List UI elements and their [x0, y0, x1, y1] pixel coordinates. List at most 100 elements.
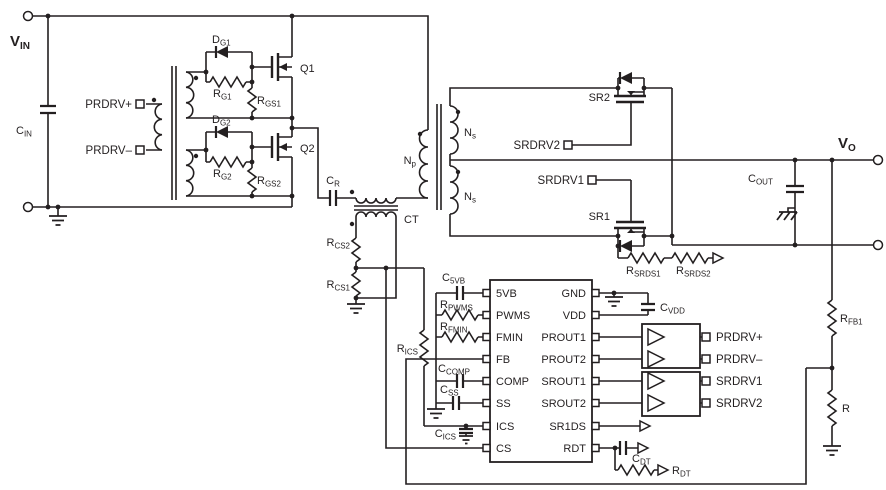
polarity-dot	[193, 75, 199, 81]
srdrv2-out-label: SRDRV2	[716, 398, 762, 410]
cdt-arrow-icon	[637, 441, 650, 455]
resistor-rpwms	[441, 308, 479, 322]
gdt-secondary2-winding	[185, 149, 195, 197]
gate-driver-buffers	[641, 323, 701, 417]
srdrv1-terminal	[587, 175, 597, 185]
rdt-label: RDT	[672, 465, 691, 479]
prdrv-minus-terminal	[135, 145, 145, 155]
prdrv-minus-in-label: PRDRV–	[86, 145, 133, 157]
rsrds2-label: RSRDS2	[676, 265, 711, 279]
ct-primary-winding	[355, 197, 397, 204]
sr2-body-diode	[620, 72, 632, 84]
earth-ground-icon	[776, 211, 798, 221]
resistor-rfb1	[826, 299, 838, 337]
capacitor-plates	[40, 104, 804, 455]
pin-rdt: RDT	[563, 443, 586, 455]
rcs2-label: RCS2	[326, 237, 350, 251]
prdrv-minus-out-label: PRDRV–	[716, 354, 763, 366]
resistor-rdt	[617, 463, 655, 477]
sr1-mosfet	[614, 220, 646, 252]
vin-label: VIN	[10, 33, 30, 52]
resistor-rcs2	[350, 237, 362, 263]
buffer-srout2-icon	[647, 393, 666, 413]
resistor-rg2	[209, 155, 247, 169]
q2-body-arrow	[279, 143, 287, 151]
pin-ss: SS	[496, 398, 511, 410]
rg1-label: RG1	[213, 88, 232, 102]
pin-5vb: 5VB	[496, 288, 517, 300]
resistor-rfmin	[441, 330, 479, 344]
main-transformer	[418, 104, 459, 215]
controller-ic-body	[489, 279, 593, 463]
resistor-r	[826, 389, 838, 427]
css-label: CSS	[440, 384, 459, 398]
gdt-primary-winding	[153, 103, 163, 151]
vo-label: VO	[838, 135, 856, 154]
pin-vdd: VDD	[563, 310, 586, 322]
cr-label: CR	[326, 175, 340, 189]
sr2-body-arrow	[627, 91, 635, 95]
pin-prout1: PROUT1	[541, 332, 586, 344]
sr2-label: SR2	[589, 92, 610, 104]
rcs1-label: RCS1	[326, 279, 350, 293]
q1-mosfet	[270, 53, 287, 81]
cics-label: CICS	[435, 428, 456, 442]
polarity-dot	[455, 169, 461, 175]
resistor-rgs2	[246, 167, 258, 193]
junction-dots	[45, 13, 835, 451]
srdrv1-in-label: SRDRV1	[538, 175, 584, 187]
vo-negative-terminal	[872, 239, 884, 251]
ic-pin-labels: 5VB PWMS FMIN FB COMP SS ICS CS GND VDD …	[496, 288, 586, 455]
resistor-rcs1	[350, 271, 362, 297]
prdrv-plus-terminal	[135, 99, 145, 109]
cvdd-label: CVDD	[660, 302, 685, 316]
sr2-mosfet	[614, 72, 646, 104]
srdrv2-terminal	[563, 140, 573, 150]
ns1-label: Ns	[464, 127, 476, 141]
polarity-dot	[455, 109, 461, 115]
cdt-label: CDT	[632, 453, 651, 467]
c5vb-label: C5VB	[442, 272, 465, 286]
pin-ics: ICS	[496, 421, 514, 433]
resistor-rics	[418, 329, 430, 367]
polarity-dot	[193, 153, 199, 159]
sr1-body-diode	[620, 240, 632, 252]
prdrv-plus-in-label: PRDRV+	[85, 99, 132, 111]
prdrv-plus-out-terminal	[701, 332, 711, 342]
vin-positive-terminal	[22, 10, 34, 22]
pin-pwms: PWMS	[496, 310, 530, 322]
ns2-label: Ns	[464, 191, 476, 205]
rics-label: RICS	[397, 343, 418, 357]
polarity-dot	[349, 221, 355, 227]
gdt-core	[171, 66, 177, 200]
resistor-rsrds1	[627, 251, 665, 265]
buffer-prout1-icon	[647, 327, 666, 347]
rgs2-label: RGS2	[257, 175, 282, 189]
ic-pin-pads	[482, 288, 600, 453]
polarity-dot	[349, 189, 355, 195]
primary-np-winding	[418, 129, 429, 199]
pin-comp: COMP	[496, 376, 529, 388]
resistor-rg1	[209, 75, 247, 89]
prdrv-minus-out-terminal	[701, 354, 711, 364]
dg2-label: DG2	[212, 114, 231, 128]
dg2-diode	[214, 126, 228, 138]
sr1ds-arrow-icon	[639, 419, 652, 433]
cin-label: CIN	[16, 125, 32, 139]
ground-symbols	[49, 215, 841, 456]
resistor-rsrds2	[671, 251, 709, 265]
gdt-secondary1-winding	[185, 71, 195, 119]
pin-srout1: SROUT1	[541, 376, 586, 388]
srdrv1-out-terminal	[701, 376, 711, 386]
vin-negative-terminal	[22, 201, 34, 213]
polarity-dot	[417, 131, 423, 137]
current-transformer	[354, 197, 398, 218]
transformer-core	[436, 104, 442, 210]
q2-label: Q2	[300, 143, 315, 155]
q2-mosfet	[270, 133, 287, 161]
resistor-rgs1	[246, 87, 258, 113]
dg1-label: DG1	[212, 34, 231, 48]
pin-srout2: SROUT2	[541, 398, 586, 410]
